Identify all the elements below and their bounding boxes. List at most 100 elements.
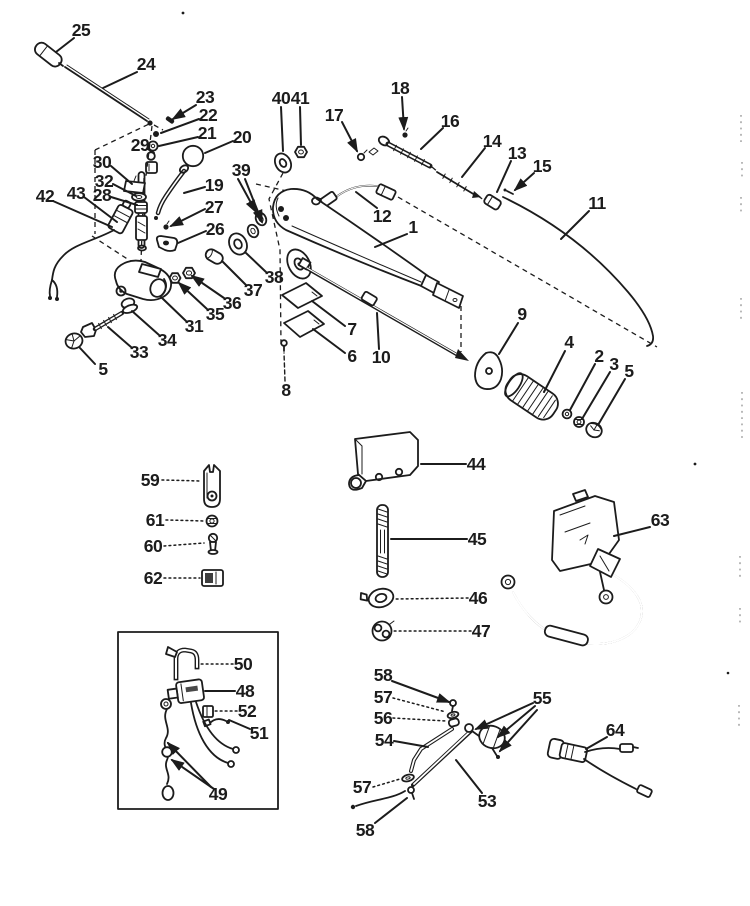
part-number-15: 15	[533, 156, 552, 176]
callout-10: 10	[372, 312, 391, 367]
part-40-washer	[273, 152, 293, 174]
part-number-58: 58	[374, 665, 393, 685]
callout-58: 58	[356, 797, 408, 840]
part-number-10: 10	[372, 347, 391, 367]
callout-2: 2	[569, 346, 605, 411]
part-number-22: 22	[199, 105, 218, 125]
part-number-40: 40	[272, 88, 291, 108]
leader-line-19	[183, 186, 206, 194]
part-62-clip	[201, 569, 224, 587]
part-14-rod	[436, 171, 481, 198]
callout-44: 44	[420, 454, 486, 474]
callout-43: 43	[67, 183, 118, 223]
part-57-washer-top	[446, 710, 460, 720]
part-6-detail	[313, 319, 320, 325]
leader-line-5	[597, 378, 626, 426]
callout-32: 32	[95, 171, 137, 197]
callout-54: 54	[375, 730, 429, 750]
leader-line-55	[496, 705, 536, 739]
callout-58: 58	[374, 665, 451, 703]
leader-line-53	[455, 759, 483, 794]
leader-line-59	[161, 479, 202, 482]
part-5-cap-right	[585, 421, 603, 439]
part-number-58: 58	[356, 820, 375, 840]
part-number-48: 48	[236, 681, 255, 701]
part-number-30: 30	[93, 152, 112, 172]
callout-9: 9	[498, 304, 528, 355]
leader-line-3	[581, 371, 611, 420]
leader-line-40	[280, 106, 284, 152]
leader-line-61	[165, 519, 206, 522]
callout-60: 60	[144, 536, 205, 556]
leader-line-49	[166, 741, 212, 788]
callout-56: 56	[374, 708, 447, 728]
part-48-stop-switch	[166, 678, 205, 704]
part-39-washers	[246, 211, 268, 239]
callout-18: 18	[391, 78, 410, 131]
callout-24: 24	[102, 54, 156, 89]
part-9-plate	[474, 351, 504, 390]
callout-49: 49	[166, 741, 228, 804]
part-49-lanyard	[160, 698, 175, 801]
callout-39: 39	[232, 160, 263, 224]
leader-line-28	[110, 196, 138, 206]
callout-55: 55	[474, 688, 552, 753]
leader-line-36	[190, 274, 225, 299]
part-number-19: 19	[205, 175, 224, 195]
part-number-25: 25	[72, 20, 91, 40]
callout-50: 50	[199, 654, 253, 674]
callout-41: 41	[291, 88, 310, 146]
callout-42: 42	[36, 186, 113, 228]
part-number-33: 33	[130, 342, 149, 362]
part-number-41: 41	[291, 88, 310, 108]
leader-line-64	[585, 736, 608, 750]
part-12-cable	[319, 183, 397, 208]
callout-29: 29	[131, 135, 155, 155]
part-number-24: 24	[137, 54, 156, 74]
inset-box	[117, 631, 279, 810]
leader-line-18	[398, 96, 409, 131]
part-number-60: 60	[144, 536, 163, 556]
part-number-13: 13	[508, 143, 527, 163]
part-13-fitting	[483, 193, 502, 211]
part-41-nut	[294, 145, 308, 159]
leader-line-10	[376, 312, 380, 350]
part-44-bracket	[348, 431, 419, 491]
part-number-52: 52	[238, 701, 257, 721]
leader-line-2	[569, 363, 596, 411]
leader-line-6	[312, 328, 346, 354]
callout-57: 57	[353, 777, 401, 797]
leader-line-21	[158, 136, 199, 147]
part-number-45: 45	[468, 529, 487, 549]
part-64-connector	[546, 737, 653, 798]
part-number-62: 62	[144, 568, 163, 588]
callout-4: 4	[543, 332, 575, 393]
part-5-cap-left	[64, 332, 84, 350]
part-31-bracket	[113, 259, 172, 302]
callout-17: 17	[325, 105, 358, 153]
part-51-leads	[190, 701, 240, 768]
part-47-grommet	[371, 620, 395, 642]
part-number-35: 35	[206, 304, 225, 324]
leader-line-37	[221, 260, 247, 286]
part-45-stud	[376, 504, 389, 578]
part-number-26: 26	[206, 219, 225, 239]
leader-line-14	[461, 147, 486, 178]
callout-63: 63	[613, 510, 670, 537]
callout-14: 14	[461, 131, 502, 178]
leader-line-42	[52, 200, 113, 228]
callout-21: 21	[158, 123, 217, 147]
callout-12: 12	[355, 191, 392, 226]
part-number-5: 5	[98, 359, 108, 379]
part-37-spacer	[204, 248, 224, 265]
leader-line-22	[160, 118, 200, 134]
leader-line-39	[237, 178, 257, 214]
part-11-cable	[502, 196, 655, 347]
callout-26: 26	[177, 219, 225, 244]
leader-line-33	[107, 326, 132, 348]
callout-51: 51	[228, 719, 269, 743]
part-number-9: 9	[517, 304, 527, 324]
callout-1: 1	[374, 217, 419, 248]
